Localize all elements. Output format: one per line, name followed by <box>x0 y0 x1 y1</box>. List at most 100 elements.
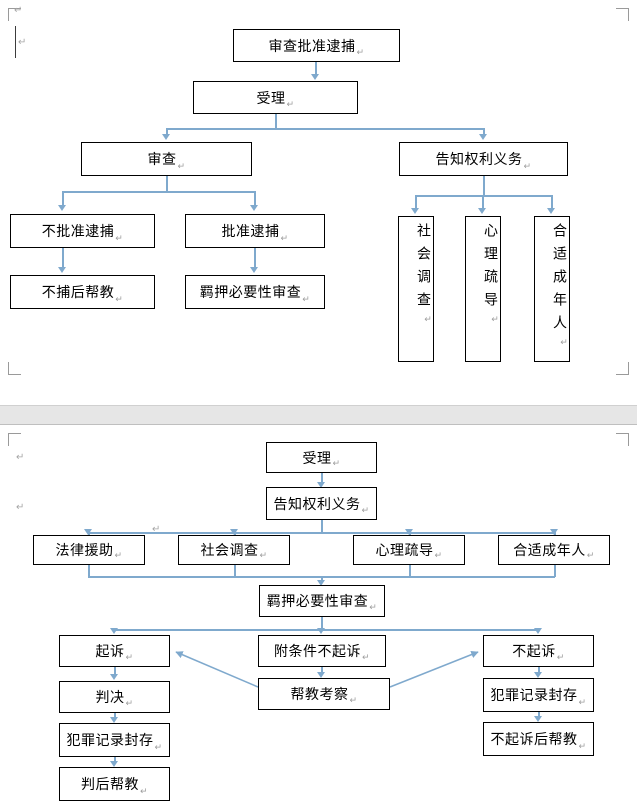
flow-node-criminal-record-sealing-left[interactable]: 犯罪记录封存↵ <box>59 723 170 757</box>
flow-node-notify-rights-duties[interactable]: 告知权利义务↵ <box>266 487 377 520</box>
connector-line <box>538 667 540 673</box>
paragraph-mark: ↵ <box>556 653 565 663</box>
paragraph-mark: ↵ <box>139 787 149 797</box>
paragraph-mark: ↵ <box>125 653 134 663</box>
flow-node-label: 犯罪记录封存 <box>66 733 154 749</box>
paragraph-mark: ↵ <box>14 5 23 16</box>
paragraph-mark: ↵ <box>356 48 365 58</box>
flow-node-label: 心理疏导 <box>482 223 498 315</box>
connector-line <box>114 667 116 675</box>
connector-arrowhead-icon <box>250 205 258 211</box>
crop-mark-bottom-right-icon <box>616 362 629 375</box>
flow-node-nonprosecution[interactable]: 不起诉↵ <box>483 635 594 667</box>
flow-node-review[interactable]: 审查↵ <box>81 142 252 176</box>
paragraph-mark: ↵ <box>259 551 268 561</box>
flow-node-acceptance[interactable]: 受理↵ <box>193 81 358 114</box>
flow-node-assistance-inspection[interactable]: 帮教考察↵ <box>258 678 390 710</box>
paragraph-mark: ↵ <box>434 551 443 561</box>
connector-arrowhead-icon <box>317 628 325 634</box>
flow-node-label: 起诉 <box>95 644 125 660</box>
connector-line <box>321 667 323 673</box>
diagonal-connector-assistance-to-prosecution <box>175 651 259 688</box>
flow-node-label: 告知权利义务 <box>273 496 361 513</box>
connector-arrowhead-icon <box>230 529 238 535</box>
page-break-separator <box>0 405 637 425</box>
connector-line <box>62 191 255 193</box>
flow-node-label: 不捕后帮教 <box>41 285 115 301</box>
connector-line <box>482 195 484 209</box>
connector-arrowhead-icon <box>58 205 66 211</box>
connector-arrowhead-icon <box>478 208 486 214</box>
connector-line <box>88 565 90 577</box>
flow-node-detention-necessity-review[interactable]: 羁押必要性审查↵ <box>185 275 325 309</box>
connector-line <box>321 617 323 630</box>
paragraph-mark: ↵ <box>523 162 532 172</box>
flow-node-label: 不起诉 <box>512 644 556 660</box>
connector-arrowhead-icon <box>58 267 66 273</box>
flow-node-label: 审查 <box>147 152 177 168</box>
flow-node-psychological-counseling[interactable]: 心理疏导↵ <box>465 216 501 362</box>
flow-node-psychological-counseling[interactable]: 心理疏导↵ <box>353 535 465 565</box>
flow-node-disapprove-arrest[interactable]: 不批准逮捕↵ <box>10 214 155 248</box>
flow-node-label: 审查批准逮捕 <box>268 38 356 55</box>
flow-node-social-investigation[interactable]: 社会调查↵ <box>398 216 434 362</box>
flow-node-appropriate-adult[interactable]: 合适成年人↵ <box>498 535 610 565</box>
connector-line <box>254 247 256 268</box>
paragraph-mark: ↵ <box>114 551 123 561</box>
flow-node-post-nonarrest-assistance[interactable]: 不捕后帮教↵ <box>10 275 155 309</box>
flow-node-label: 不批准逮捕 <box>41 224 115 240</box>
connector-line <box>114 629 539 631</box>
flow-node-detention-necessity-review[interactable]: 羁押必要性审查↵ <box>259 585 385 617</box>
text-caret <box>15 26 16 58</box>
flow-node-label: 判后帮教 <box>80 777 139 793</box>
flow-node-acceptance[interactable]: 受理↵ <box>266 442 377 473</box>
flow-node-approve-arrest[interactable]: 批准逮捕↵ <box>185 214 325 248</box>
paragraph-mark: ↵ <box>286 100 295 110</box>
connector-arrowhead-icon <box>110 628 118 634</box>
connector-arrowhead-icon <box>534 716 542 722</box>
paragraph-mark: ↵ <box>490 315 500 334</box>
flow-node-legal-aid[interactable]: 法律援助↵ <box>33 535 145 565</box>
connector-arrowhead-icon <box>534 628 542 634</box>
connector-line <box>321 520 323 533</box>
flow-node-post-nonprosecution-assistance[interactable]: 不起诉后帮教↵ <box>483 722 594 756</box>
connector-line <box>88 532 555 534</box>
connector-line <box>554 565 556 577</box>
connector-line <box>114 713 116 718</box>
flow-node-label: 帮教考察 <box>290 687 349 703</box>
paragraph-mark: ↵ <box>177 162 186 172</box>
paragraph-mark: ↵ <box>154 743 163 753</box>
flow-node-notify-rights-duties[interactable]: 告知权利义务↵ <box>399 142 568 176</box>
flow-node-label: 附条件不起诉 <box>273 644 361 660</box>
connector-arrowhead-icon <box>550 529 558 535</box>
connector-line <box>483 175 485 196</box>
connector-line <box>538 712 540 717</box>
flow-node-conditional-nonprosecution[interactable]: 附条件不起诉↵ <box>258 635 386 667</box>
flow-node-judgment[interactable]: 判决↵ <box>59 681 170 713</box>
paragraph-mark: ↵ <box>369 603 378 613</box>
flow-node-criminal-record-sealing-right[interactable]: 犯罪记录封存↵ <box>483 678 594 712</box>
crop-mark-top-left-icon <box>8 8 21 21</box>
flow-node-label: 批准逮捕 <box>221 224 280 240</box>
connector-line <box>315 61 317 75</box>
connector-line <box>166 175 168 192</box>
connector-arrowhead-icon <box>317 482 325 488</box>
flow-node-social-investigation[interactable]: 社会调查↵ <box>178 535 290 565</box>
crop-mark-top-left-icon <box>8 433 21 446</box>
paragraph-mark: ↵ <box>578 698 587 708</box>
flow-node-prosecution[interactable]: 起诉↵ <box>59 635 170 667</box>
connector-line <box>114 757 116 762</box>
flow-node-appropriate-adult[interactable]: 合适成年人↵ <box>534 216 570 362</box>
flow-node-label: 社会调查 <box>415 223 431 315</box>
paragraph-mark: ↵ <box>302 295 311 305</box>
flow-node-post-judgment-assistance[interactable]: 判后帮教↵ <box>59 767 170 801</box>
connector-line <box>415 195 417 209</box>
flow-node-label: 告知权利义务 <box>435 152 523 168</box>
diagonal-connector-assistance-to-nonprosecution <box>389 651 479 688</box>
connector-arrowhead-icon <box>547 208 555 214</box>
paragraph-mark: ↵ <box>280 234 289 244</box>
connector-line <box>483 128 485 137</box>
connector-line <box>166 128 168 137</box>
flow-node-examine-approve-arrest[interactable]: 审查批准逮捕↵ <box>233 29 400 62</box>
